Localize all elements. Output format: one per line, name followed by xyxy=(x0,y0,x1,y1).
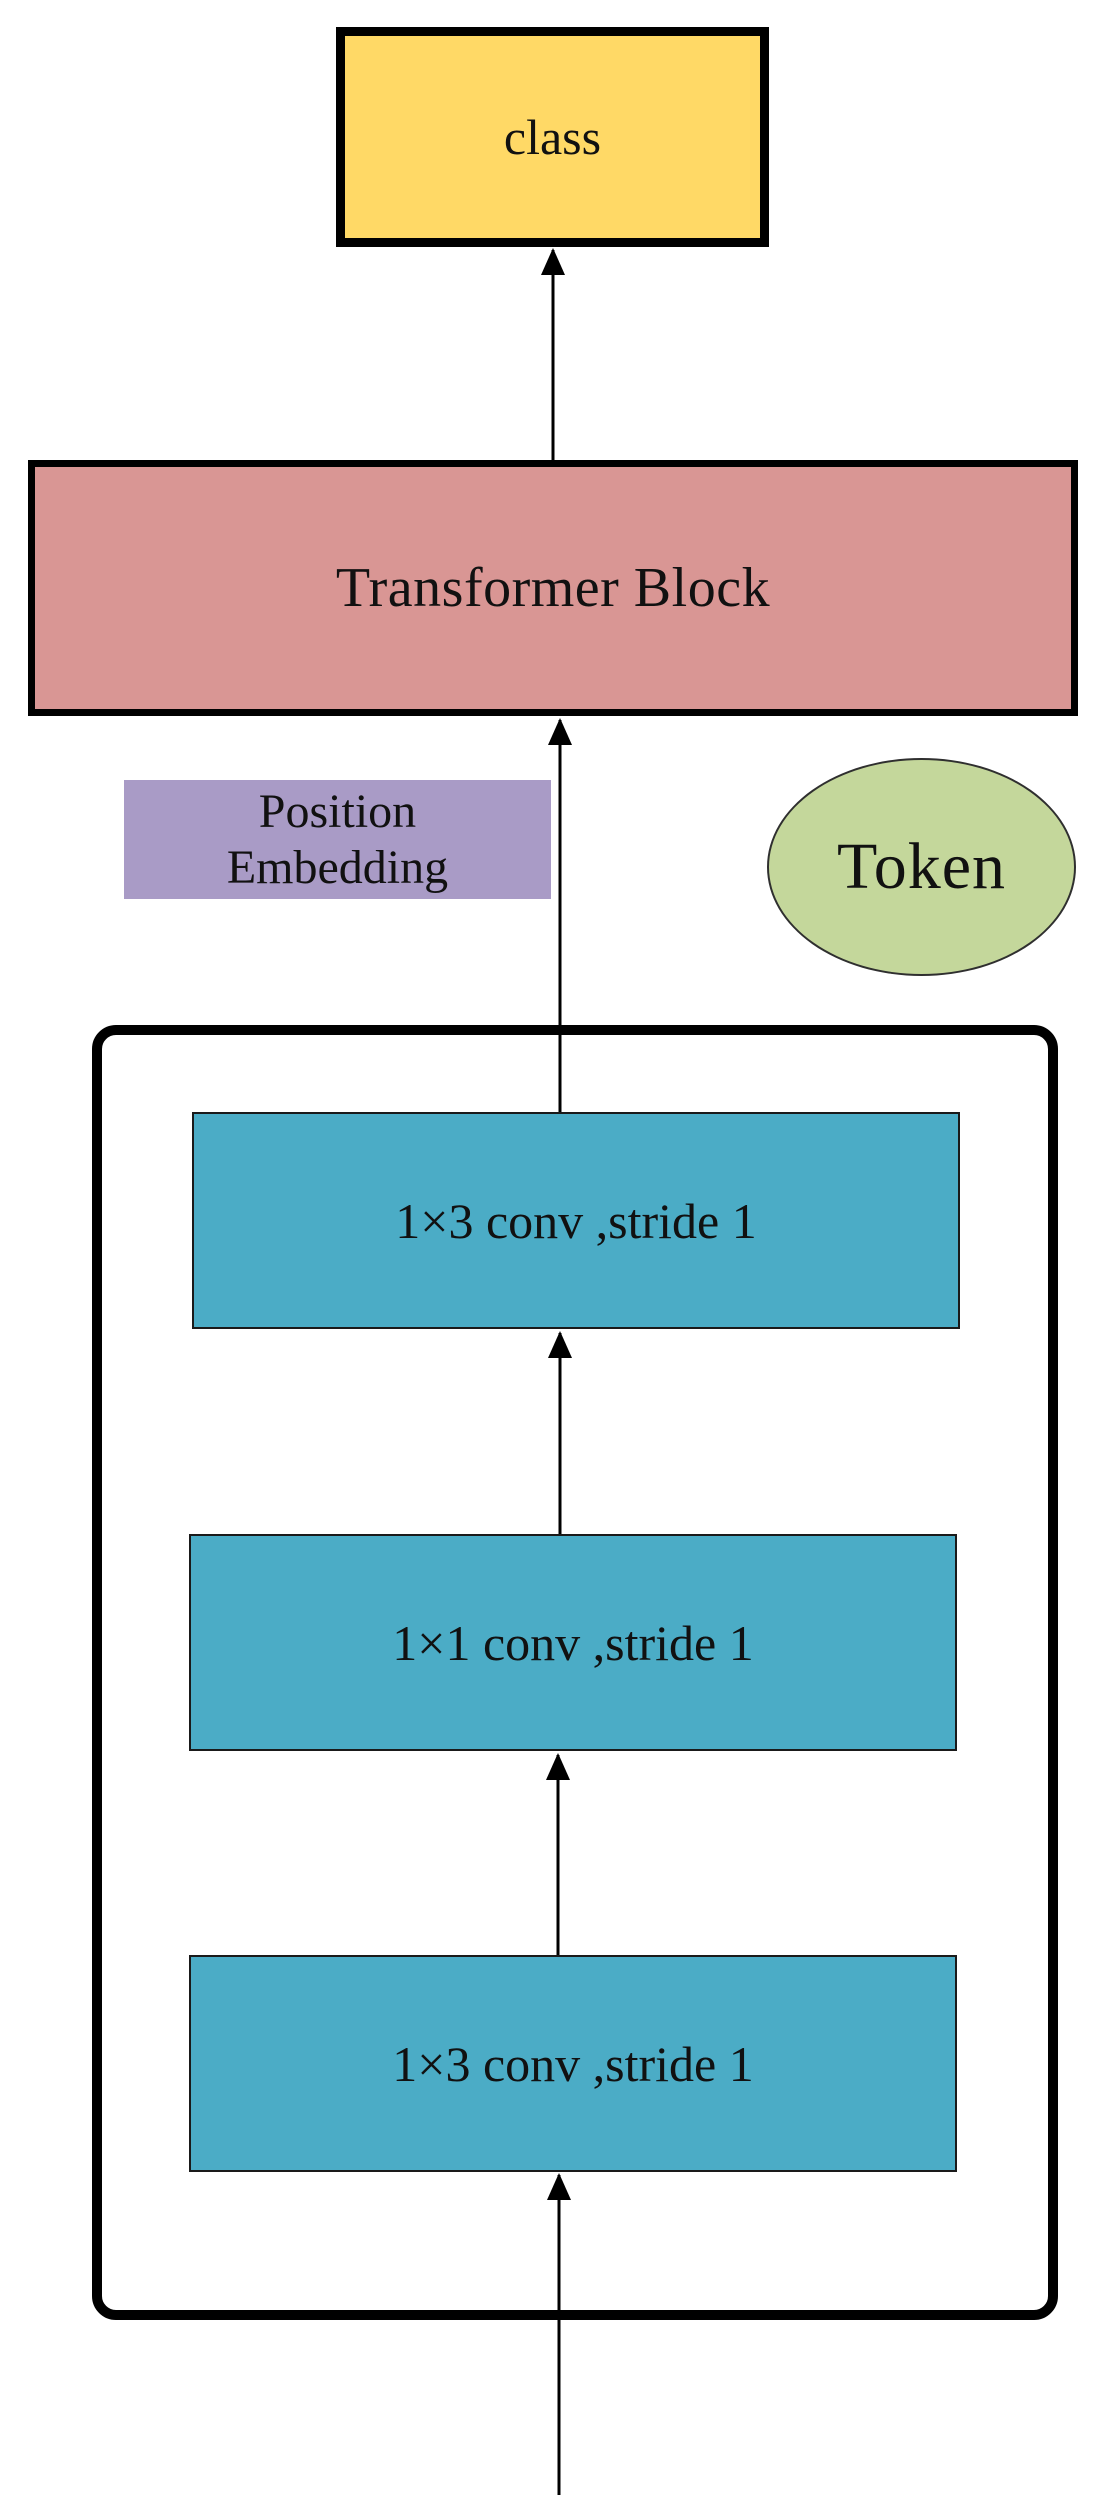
token-circle: Token xyxy=(767,758,1076,976)
position-embedding-box: Position Embedding xyxy=(124,780,551,899)
transformer-block-box: Transformer Block xyxy=(28,460,1078,716)
class-output-box: class xyxy=(336,27,769,247)
conv-stem-frame xyxy=(92,1025,1058,2320)
transformer-label: Transformer Block xyxy=(335,557,771,619)
position-embedding-label: Position Embedding xyxy=(226,785,449,894)
conv-layer-label: 1×1 conv ,stride 1 xyxy=(392,1614,754,1671)
arrowhead-transformer xyxy=(548,718,572,745)
conv-layer-bottom: 1×3 conv ,stride 1 xyxy=(189,1955,957,2172)
conv-layer-middle: 1×1 conv ,stride 1 xyxy=(189,1534,957,1751)
token-label: Token xyxy=(836,830,1006,903)
arrowhead-class xyxy=(541,248,565,275)
conv-layer-label: 1×3 conv ,stride 1 xyxy=(395,1192,757,1249)
conv-layer-top: 1×3 conv ,stride 1 xyxy=(192,1112,960,1329)
class-label: class xyxy=(503,109,602,165)
conv-layer-label: 1×3 conv ,stride 1 xyxy=(392,2035,754,2092)
